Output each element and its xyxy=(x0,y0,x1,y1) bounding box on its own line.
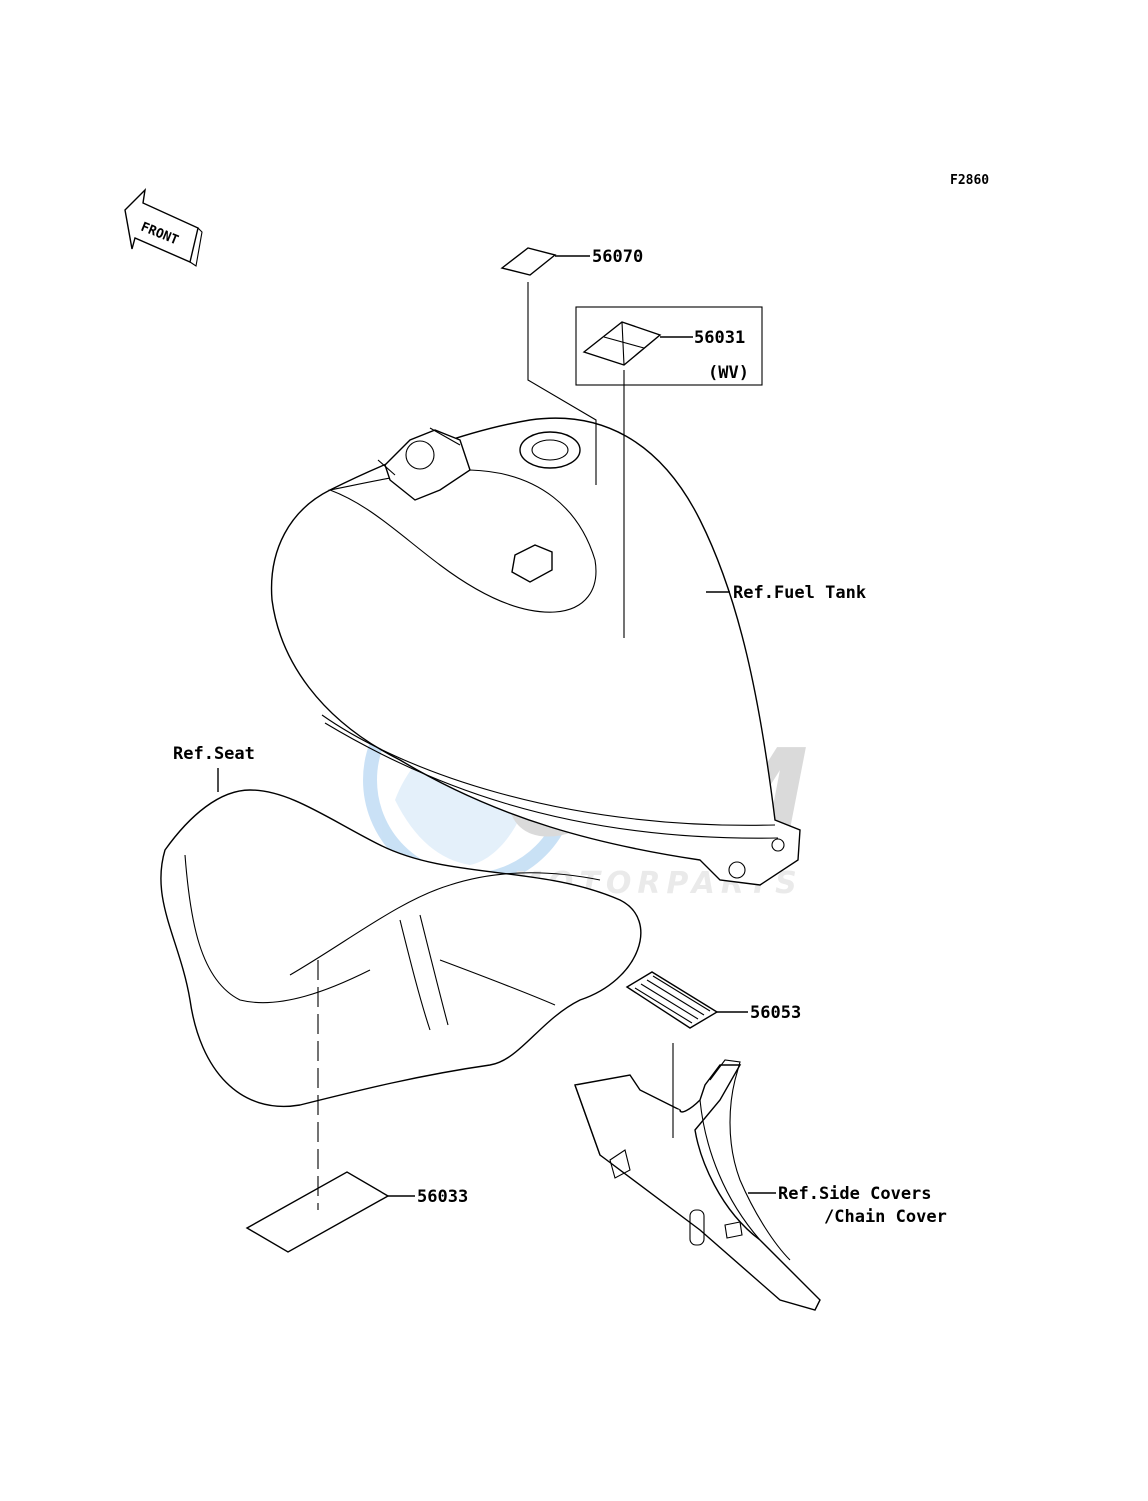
part-56031-label: 56031 xyxy=(694,328,745,348)
fuel-tank-drawing xyxy=(270,417,801,886)
label-56031-shape xyxy=(582,321,662,366)
part-56053-label: 56053 xyxy=(750,1003,801,1023)
ref-side-covers-label-line2: /Chain Cover xyxy=(824,1207,947,1227)
part-56031-box xyxy=(575,306,763,386)
label-56053-shape xyxy=(625,971,719,1029)
part-56070[interactable]: 56070 xyxy=(500,247,643,485)
part-56031[interactable]: 56031 (WV) xyxy=(575,306,763,638)
figure-code: F2860 xyxy=(950,173,989,188)
label-56070-shape xyxy=(500,247,557,276)
seat-drawing xyxy=(160,789,642,1108)
part-56031-note: (WV) xyxy=(708,363,749,383)
side-cover-drawing xyxy=(574,1059,821,1311)
ref-fuel-tank-label: Ref.Fuel Tank xyxy=(733,583,866,603)
part-56053[interactable]: 56053 xyxy=(625,971,801,1138)
part-56033-label: 56033 xyxy=(417,1187,468,1207)
part-56070-label: 56070 xyxy=(592,247,643,267)
ref-side-covers: Ref.Side Covers /Chain Cover xyxy=(748,1184,947,1227)
ref-seat: Ref.Seat xyxy=(173,744,255,792)
ref-seat-label: Ref.Seat xyxy=(173,744,255,764)
ref-fuel-tank: Ref.Fuel Tank xyxy=(706,583,866,603)
part-56033[interactable]: 56033 xyxy=(245,960,468,1253)
ref-side-covers-label-line1: Ref.Side Covers xyxy=(778,1184,932,1204)
front-arrow-icon: FRONT xyxy=(124,187,203,267)
